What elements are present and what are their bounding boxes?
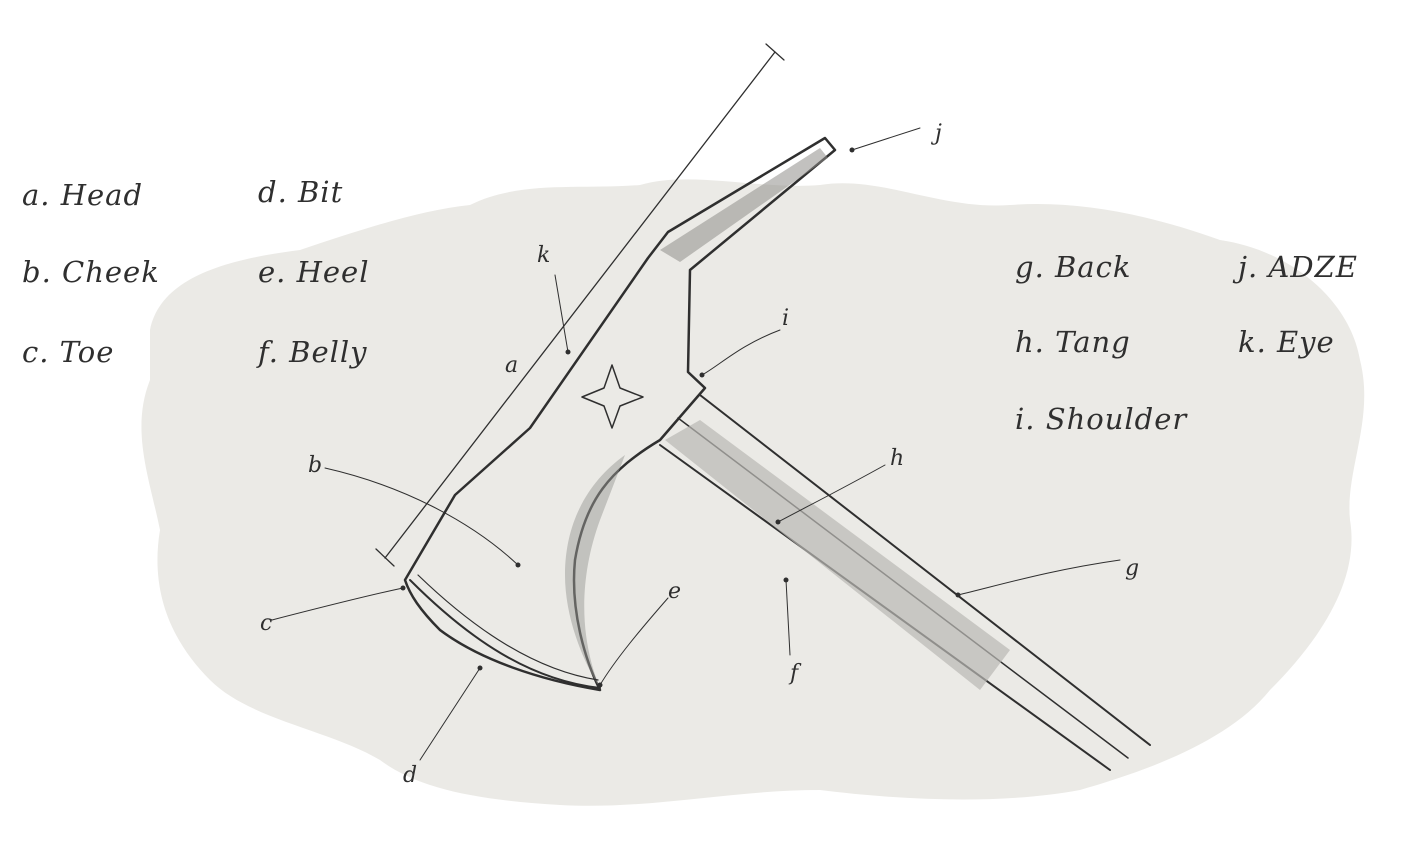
adze-shading — [660, 148, 828, 262]
legend-back: g. Back — [1015, 250, 1132, 284]
callout-e: e — [668, 579, 681, 604]
legend-adze: j. ADZE — [1238, 250, 1358, 284]
axe-head — [375, 43, 837, 692]
callout-g: g — [1125, 556, 1139, 581]
legend-head: a. Head — [22, 178, 144, 212]
heel-shading — [565, 455, 625, 688]
callout-c: c — [260, 611, 272, 636]
legend-belly: f. Belly — [258, 335, 368, 369]
callout-j: j — [930, 121, 942, 146]
legend-toe: c. Toe — [22, 335, 115, 369]
legend-bit: d. Bit — [258, 175, 344, 209]
tang-shading — [665, 420, 1010, 690]
handle — [659, 394, 1151, 771]
legend-eye: k. Eye — [1238, 325, 1335, 359]
callout-a: a — [505, 353, 518, 378]
callout-h: h — [890, 446, 904, 471]
callout-lines — [271, 127, 1121, 761]
callout-b: b — [308, 453, 322, 478]
legend-cheek: b. Cheek — [22, 255, 160, 289]
legend-heel: e. Heel — [258, 255, 370, 289]
star-emblem — [581, 364, 644, 429]
legend-tang: h. Tang — [1015, 325, 1131, 359]
callout-i: i — [782, 306, 789, 331]
callout-k: k — [537, 243, 550, 268]
legend-shoulder: i. Shoulder — [1015, 402, 1188, 436]
callout-d: d — [403, 763, 417, 788]
